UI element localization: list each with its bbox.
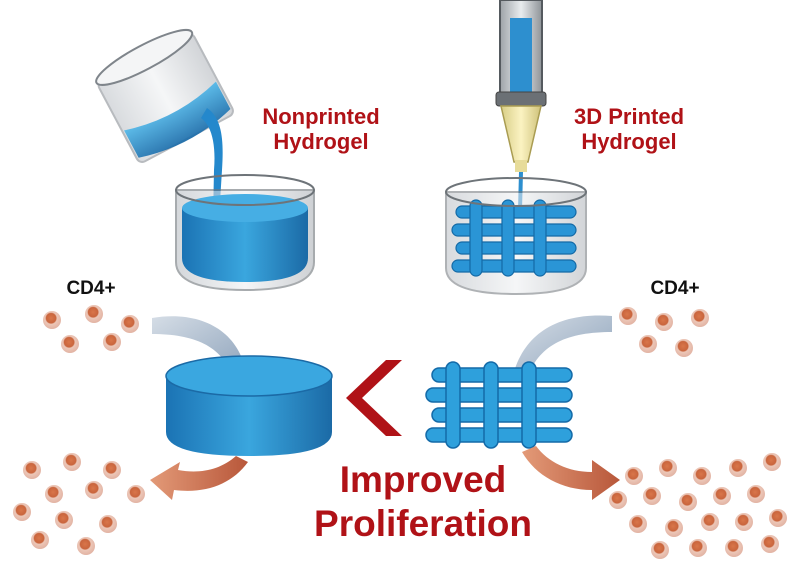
cell (735, 513, 753, 531)
cell (675, 339, 693, 357)
cell (689, 539, 707, 557)
improved-proliferation-label: Improved Proliferation (258, 458, 588, 547)
cell (659, 459, 677, 477)
cell (609, 491, 627, 509)
pouring-beaker (95, 28, 234, 163)
printed-dish (445, 177, 587, 296)
cell (725, 539, 743, 557)
cell (691, 309, 709, 327)
cell (769, 509, 787, 527)
cell (713, 487, 731, 505)
cell (103, 333, 121, 351)
cell (99, 515, 117, 533)
cell (61, 335, 79, 353)
cells-out-arrow-right (522, 446, 620, 500)
printed-hydrogel-label: 3D Printed Hydrogel (534, 104, 724, 155)
cell (629, 515, 647, 533)
cell (23, 461, 41, 479)
cells-in-arrow-left (152, 316, 246, 376)
cell (619, 307, 637, 325)
cell (651, 541, 669, 559)
cell (729, 459, 747, 477)
cell (55, 511, 73, 529)
cell (761, 535, 779, 553)
cell (665, 519, 683, 537)
cd4-label-left: CD4+ (66, 278, 116, 299)
cell (13, 503, 31, 521)
cell (643, 487, 661, 505)
cell (77, 537, 95, 555)
cell (639, 335, 657, 353)
cd4-cells-output-left (13, 453, 145, 555)
cell (763, 453, 781, 471)
nonprinted-hydrogel-label: Nonprinted Hydrogel (226, 104, 416, 155)
cell (103, 461, 121, 479)
cell (85, 481, 103, 499)
cell (85, 305, 103, 323)
nonprinted-hydrogel-disc (165, 355, 333, 456)
nonprinted-label-line1: Nonprinted (262, 104, 380, 129)
cell (679, 493, 697, 511)
printed-label-line1: 3D Printed (573, 104, 685, 129)
result-label-line2: Proliferation (314, 503, 532, 545)
cell (43, 311, 61, 329)
printed-label-line2: Hydrogel (581, 129, 677, 155)
nonprinted-label-line2: Hydrogel (273, 129, 369, 155)
cell (121, 315, 139, 333)
cell (31, 531, 49, 549)
cd4-label-right: CD4+ (650, 278, 700, 299)
cells-in-arrow-right (514, 315, 612, 376)
cd4-cells-input-left (43, 305, 139, 353)
cell (45, 485, 63, 503)
printed-hydrogel-lattice (425, 361, 573, 449)
nonprinted-dish (175, 174, 315, 292)
cell (127, 485, 145, 503)
cells-out-arrow-left (150, 456, 248, 500)
cell (747, 485, 765, 503)
result-label-line1: Improved (339, 459, 507, 500)
cell (655, 313, 673, 331)
cell (701, 513, 719, 531)
cell (63, 453, 81, 471)
cd4-cells-input-right (619, 307, 709, 357)
chevron-left-icon (346, 360, 402, 436)
cell (625, 467, 643, 485)
cell (693, 467, 711, 485)
cd4-cells-output-right (609, 453, 787, 559)
